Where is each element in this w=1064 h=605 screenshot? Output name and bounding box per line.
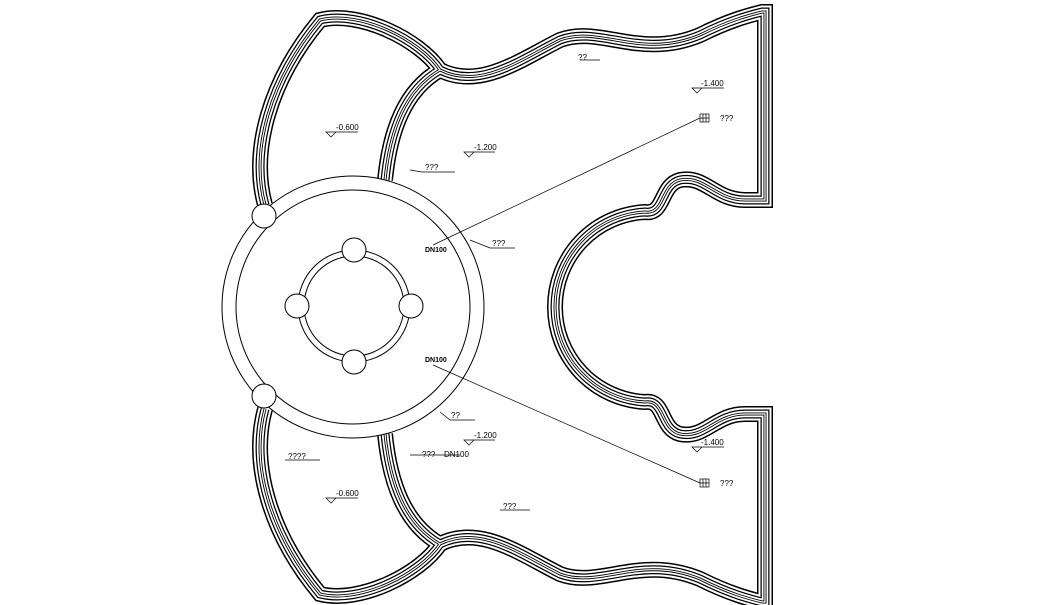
note-upper-wall: ??	[578, 53, 587, 62]
level-lower-mid: -1.200	[474, 431, 497, 440]
note-lower-pipe-dn: DN100	[444, 450, 469, 459]
note-upper-pipe: ???	[425, 163, 439, 172]
level-lower-left: -0.600	[336, 489, 359, 498]
level-upper-mid: -1.200	[474, 143, 497, 152]
drain-grate-icon	[699, 113, 710, 488]
level-lower-right: -1.400	[701, 438, 724, 447]
note-upper-drain: ???	[720, 114, 734, 123]
note-lower-drain: ???	[720, 479, 734, 488]
note-lower-dn: DN100	[425, 357, 447, 364]
pipe-lines	[285, 59, 724, 511]
central-fountain	[221, 175, 485, 439]
level-upper-right: -1.400	[701, 79, 724, 88]
note-lower-left: ????	[288, 452, 306, 461]
level-upper-left: -0.600	[336, 123, 359, 132]
note-lower-pipe: ???	[422, 450, 436, 459]
note-lower-wall: ??	[451, 411, 460, 420]
note-upper-center: ???	[492, 239, 506, 248]
note-lower-bottom: ???	[503, 502, 517, 511]
note-upper-dn: DN100	[425, 247, 447, 254]
